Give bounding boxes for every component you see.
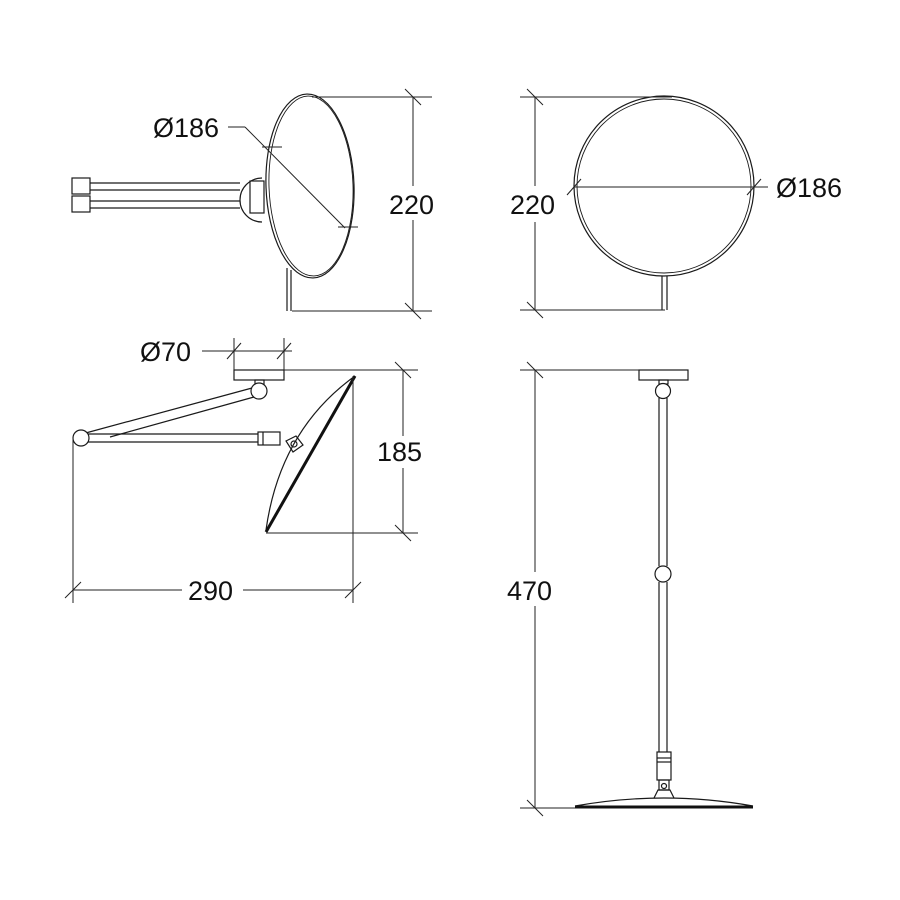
top-view: Ø70 185 290 xyxy=(64,337,422,606)
depth-label: 185 xyxy=(377,437,422,467)
ext-middle-joint xyxy=(654,565,672,583)
hinge-disc xyxy=(239,177,263,223)
side-height-label: 220 xyxy=(389,190,434,220)
wall-plate xyxy=(233,369,285,381)
side-view: Ø186 220 xyxy=(71,88,434,320)
length-label: 470 xyxy=(507,576,552,606)
front-height-label: 220 xyxy=(510,190,555,220)
side-diameter-label: Ø186 xyxy=(153,113,219,143)
extended-view: 470 xyxy=(507,361,754,817)
upper-joint xyxy=(250,382,268,400)
elbow-joint xyxy=(72,429,90,447)
front-diameter-label: Ø186 xyxy=(776,173,842,203)
mirror-side-ellipse xyxy=(265,93,355,279)
mirror-back-curve xyxy=(265,375,356,531)
arm-connector xyxy=(257,431,281,446)
wall-block-lower xyxy=(71,195,91,213)
mirror-face xyxy=(264,375,357,533)
ext-connector xyxy=(656,751,672,781)
ext-upper-joint xyxy=(654,382,672,400)
plate-diameter-label: Ø70 xyxy=(140,337,191,367)
front-view: Ø186 220 xyxy=(510,88,842,319)
extension-label: 290 xyxy=(188,576,233,606)
ext-wall-plate xyxy=(638,369,689,381)
mirror-front-circle xyxy=(573,95,755,277)
ext-mirror-top xyxy=(574,797,754,807)
wall-block-upper xyxy=(71,177,91,195)
